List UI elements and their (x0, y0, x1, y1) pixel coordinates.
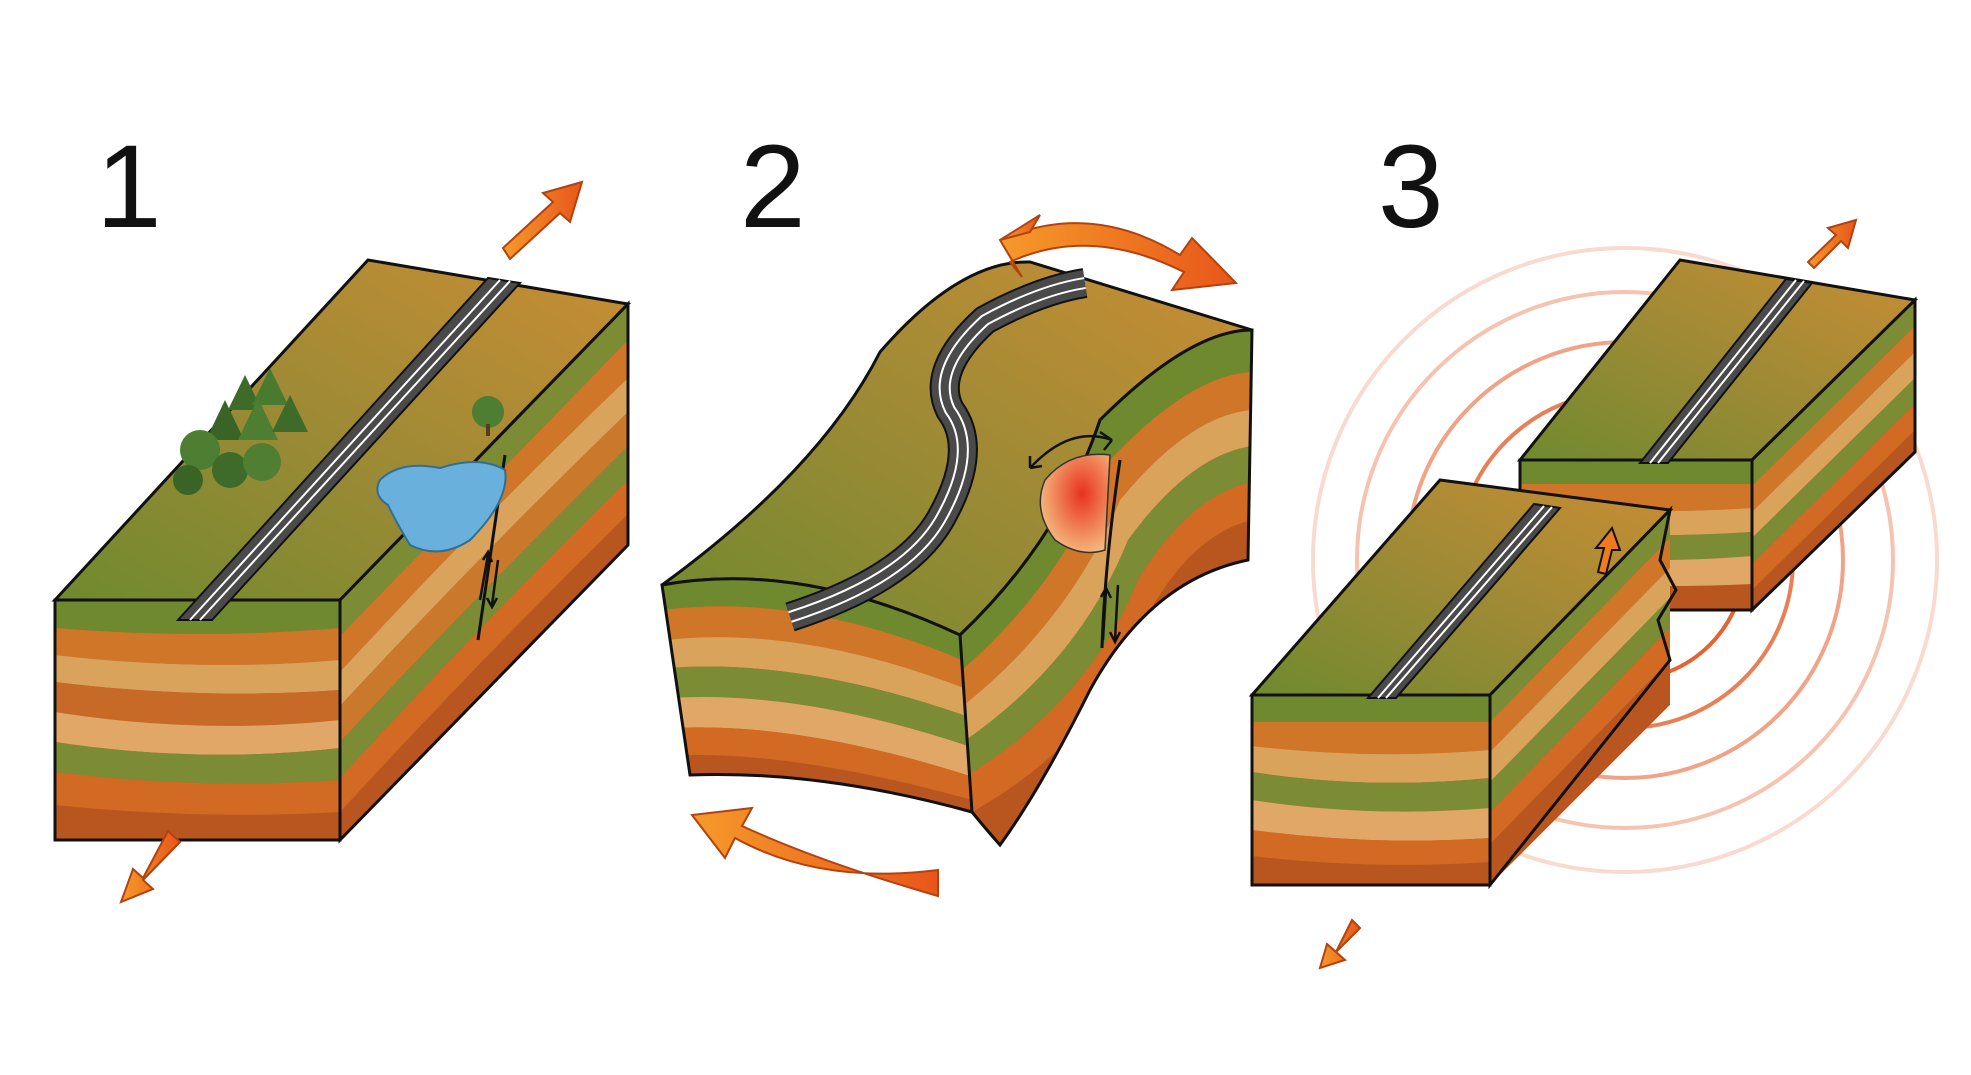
stress-arrow-icon (1806, 218, 1858, 270)
stress-focus-icon (1039, 453, 1111, 554)
block-3a-displaced (1248, 478, 1678, 970)
stress-arrow-icon (1318, 918, 1362, 970)
block-1-front-strata (55, 600, 340, 840)
step-number-3: 3 (1378, 121, 1444, 253)
stress-arrow-icon (998, 222, 1239, 292)
step-number-2: 2 (740, 121, 806, 253)
tree-icon (173, 368, 504, 495)
stress-arrow-icon (501, 180, 584, 261)
block-1-intact-fault (51, 180, 632, 904)
block-2-strained-fault (660, 214, 1254, 898)
pond-icon (376, 460, 507, 553)
fault-slip-arrows-icon (478, 549, 500, 610)
rotation-arrows-icon (1029, 434, 1113, 469)
fault-slip-arrows-icon (1593, 525, 1622, 576)
stress-arrow-icon (119, 829, 182, 904)
stress-arrow-icon (690, 806, 939, 898)
step-number-1: 1 (96, 121, 162, 253)
fault-slip-arrows-icon (1099, 584, 1122, 645)
